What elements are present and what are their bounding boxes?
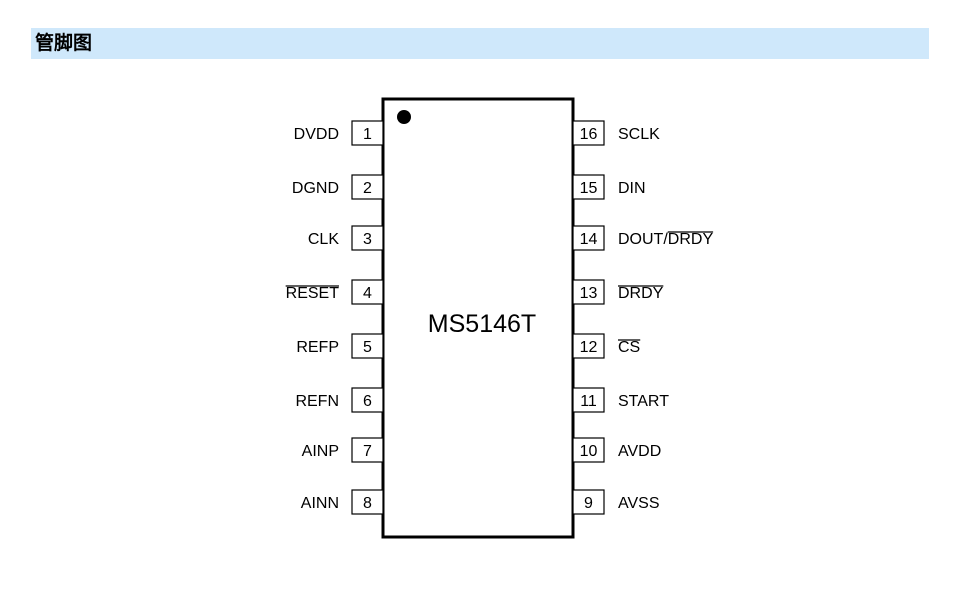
- section-title: 管脚图: [31, 28, 929, 59]
- pin-name-label: DOUT/DRDY: [618, 231, 713, 248]
- pin-5: 5 REFP: [296, 333, 384, 359]
- pin-number-box: [351, 387, 384, 413]
- pin1-indicator-dot: [397, 110, 411, 124]
- pin-name-label: AINP: [302, 443, 339, 460]
- pin-number-box: [572, 387, 605, 413]
- pin-3: 3 CLK: [308, 225, 384, 251]
- pin-number-label: 3: [363, 231, 372, 248]
- pin-number-label: 5: [363, 339, 372, 356]
- pin-number-label: 13: [580, 285, 598, 302]
- chip-body: [381, 97, 575, 539]
- pin-number-label: 7: [363, 443, 372, 460]
- pin-number-label: 6: [363, 393, 372, 410]
- pin-name-label: DVDD: [294, 126, 339, 143]
- pin-number-box: [572, 174, 605, 200]
- pin-number-box: [351, 225, 384, 251]
- pin-number-label: 2: [363, 180, 372, 197]
- pin-number-box: [351, 120, 384, 146]
- pin-number-box: [351, 437, 384, 463]
- pin-number-label: 12: [580, 339, 598, 356]
- pin-number-label: 15: [580, 180, 598, 197]
- pin-number-label: 11: [580, 393, 597, 410]
- pin-6: 6 REFN: [295, 387, 384, 413]
- pin-1: 1 DVDD: [294, 120, 384, 146]
- pin-number-label: 16: [580, 126, 598, 143]
- pin-number-box: [572, 489, 605, 515]
- pin-number-box: [351, 279, 384, 305]
- pin-12: 12 CS: [572, 333, 641, 359]
- pin-name-label: SCLK: [618, 126, 660, 143]
- pin-number-label: 14: [580, 231, 598, 248]
- pin-name-label: START: [618, 393, 669, 410]
- pin-number-box: [351, 174, 384, 200]
- pin-number-label: 9: [584, 495, 593, 512]
- pin-15: 15 DIN: [572, 174, 646, 200]
- pin-name-label: DGND: [292, 180, 339, 197]
- pin-number-label: 4: [363, 285, 372, 302]
- pin-4: 4 RESET: [285, 279, 384, 305]
- pin-10: 10 AVDD: [572, 437, 661, 463]
- pin-number-label: 8: [363, 495, 372, 512]
- pin-number-box: [351, 489, 384, 515]
- pin-name-label: REFP: [296, 339, 339, 356]
- pin-9: 9 AVSS: [572, 489, 660, 515]
- pin-16: 16 SCLK: [572, 120, 660, 146]
- pin-name-label: AINN: [301, 495, 339, 512]
- pin-name-label: CS: [618, 339, 640, 356]
- pin-number-label: 1: [363, 126, 372, 143]
- pin-name-label: RESET: [286, 285, 340, 302]
- pin-name-label: AVSS: [618, 495, 660, 512]
- pin-14: 14 DOUT/DRDY: [572, 225, 713, 251]
- pin-number-box: [572, 279, 605, 305]
- chip-part-number: MS5146T: [428, 310, 536, 338]
- pin-name-label: DRDY: [618, 285, 664, 302]
- pin-name-label: REFN: [295, 393, 339, 410]
- pin-2: 2 DGND: [292, 174, 384, 200]
- pin-name-label: AVDD: [618, 443, 661, 460]
- pin-number-box: [572, 437, 605, 463]
- pin-7: 7 AINP: [302, 437, 384, 463]
- pin-number-box: [351, 333, 384, 359]
- pin-name-label: DIN: [618, 180, 646, 197]
- pin-13: 13 DRDY: [572, 279, 664, 305]
- pin-name-label: CLK: [308, 231, 339, 248]
- pin-number-label: 10: [580, 443, 598, 460]
- pin-number-box: [572, 120, 605, 146]
- pin-8: 8 AINN: [301, 489, 384, 515]
- pin-11: 11 START: [572, 387, 669, 413]
- pin-number-box: [572, 333, 605, 359]
- pin-number-box: [572, 225, 605, 251]
